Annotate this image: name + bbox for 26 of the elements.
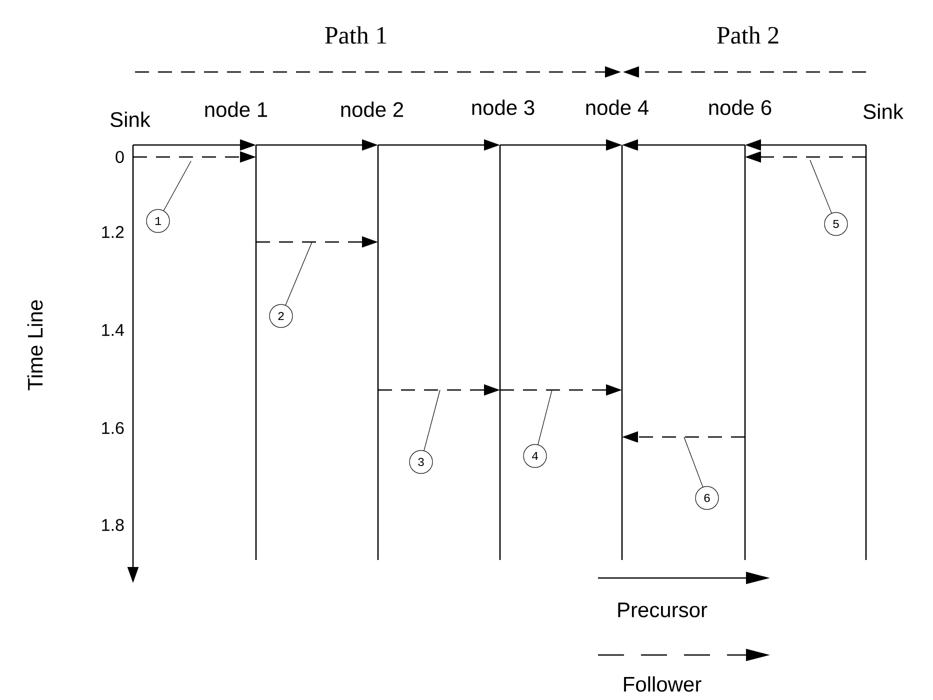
path-label: Path 1 <box>325 26 386 44</box>
callout-number: 4 <box>523 444 547 468</box>
tick-label: 1.4 <box>102 324 124 336</box>
callout-number: 3 <box>409 450 433 474</box>
path-label: Path 2 <box>717 26 778 44</box>
legend-text: Precursor <box>618 602 708 618</box>
lifeline: Sink <box>864 104 904 561</box>
leader-line <box>285 242 312 306</box>
callout-number: 2 <box>269 304 293 328</box>
callout-number: 5 <box>824 212 848 236</box>
leader-line <box>810 160 832 214</box>
leader-line <box>684 436 704 488</box>
callout-number: 1 <box>146 209 170 233</box>
tick-label: 1.6 <box>102 422 124 434</box>
callout-number: 6 <box>695 486 719 510</box>
tick-label: 1.2 <box>102 226 124 238</box>
leader-line <box>424 390 440 451</box>
lifeline: node 1 <box>205 102 268 561</box>
leader-line <box>538 390 552 445</box>
tick-label: 1.8 <box>102 518 124 531</box>
lifeline: node 2 <box>341 102 404 561</box>
axis-title: Time Line <box>27 300 43 390</box>
tick-label: 0 <box>116 150 124 163</box>
leader-line <box>163 160 192 211</box>
legend-text: Follower <box>624 676 702 692</box>
lifeline: node 4 <box>586 100 648 561</box>
